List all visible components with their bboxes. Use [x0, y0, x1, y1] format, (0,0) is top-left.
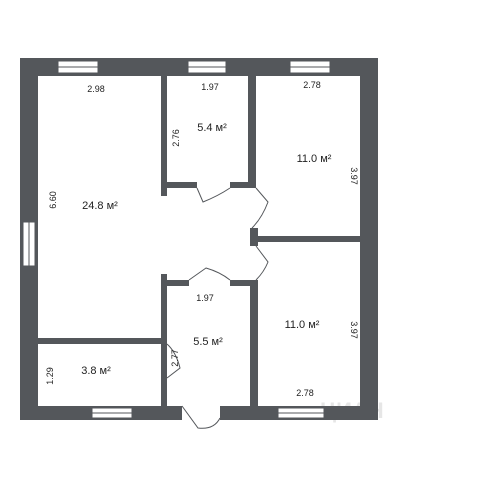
bedroom-bottom-area-label: 11.0 м² [285, 319, 320, 331]
hall-width-label: 1.97 [196, 293, 214, 303]
bath-top-height-label: 2.76 [171, 129, 181, 147]
hall-height-label: 2.77 [170, 349, 180, 367]
bedroom-top-height-label: 3.97 [349, 167, 359, 185]
living-height-label: 6.60 [48, 191, 58, 209]
living-width-label: 2.98 [87, 84, 105, 94]
windows [22, 60, 331, 419]
door-hall [188, 267, 231, 281]
bedroom-bottom-height-label: 3.97 [349, 321, 359, 339]
bedroom-bottom-width-label: 2.78 [296, 388, 314, 398]
bath-top-width-label: 1.97 [201, 82, 219, 92]
storage-area-label: 3.8 м² [81, 365, 111, 377]
door-bedroom-bottom [255, 245, 269, 281]
door-entrance [181, 405, 221, 429]
storage-height-label: 1.29 [45, 367, 55, 385]
door-storage [166, 343, 181, 379]
hall-area-label: 5.5 м² [193, 336, 223, 348]
bedroom-top-area-label: 11.0 м² [297, 153, 332, 165]
door-bedroom-top [251, 187, 269, 229]
bath-top-area-label: 5.4 м² [197, 122, 227, 134]
interior-walls [38, 76, 360, 406]
door-bath-top [196, 187, 231, 203]
doors [166, 187, 269, 429]
bedroom-top-width-label: 2.78 [303, 80, 321, 90]
living-area-label: 24.8 м² [82, 200, 118, 212]
